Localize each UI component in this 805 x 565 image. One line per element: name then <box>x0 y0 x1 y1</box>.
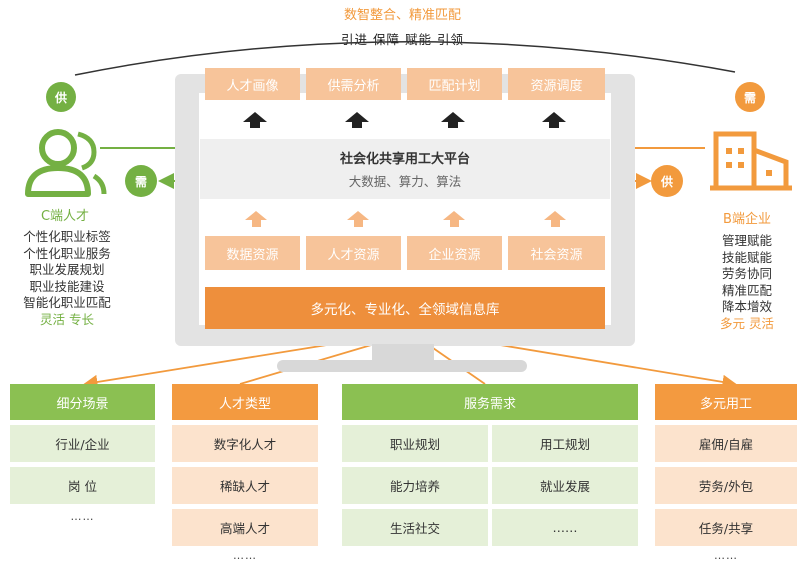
supply-badge-right: 供 <box>651 165 683 197</box>
right-item: 精准匹配 <box>721 282 772 298</box>
resource-talent: 人才资源 <box>306 236 401 270</box>
service-needs-item: 能力培养 <box>342 467 488 504</box>
monitor-stand-base <box>277 360 527 372</box>
resource-data: 数据资源 <box>205 236 300 270</box>
left-title: C端人才 <box>40 209 90 224</box>
right-item-list: 管理赋能 技能赋能 劳务协同 精准匹配 降本增效 多元 灵活 <box>692 233 802 332</box>
module-matching-plan: 匹配计划 <box>407 68 502 100</box>
employment-item: 劳务/外包 <box>655 467 797 504</box>
resource-enterprise: 企业资源 <box>407 236 502 270</box>
demand-badge-left: 需 <box>125 165 157 197</box>
talent-types-item: 高端人才 <box>172 509 318 546</box>
resource-social: 社会资源 <box>508 236 605 270</box>
module-resource-dispatch: 资源调度 <box>508 68 605 100</box>
left-item-list: 个性化职业标签 个性化职业服务 职业发展规划 职业技能建设 智能化职业匹配 灵活… <box>2 229 132 328</box>
up-arrow-icon <box>441 112 465 128</box>
up-arrow-icon <box>542 112 566 128</box>
scenes-more: …… <box>70 509 95 523</box>
module-supply-demand: 供需分析 <box>306 68 401 100</box>
left-item: 职业技能建设 <box>29 278 105 294</box>
up-arrow-light-icon <box>443 211 465 227</box>
left-item: 职业发展规划 <box>29 262 105 277</box>
talent-types-more: …… <box>233 548 257 562</box>
header-title: 数智整合、精准匹配 <box>343 7 461 23</box>
up-arrow-light-icon <box>347 211 369 227</box>
scenes-header: 细分场景 <box>10 384 155 420</box>
building-icon <box>710 131 792 191</box>
module-talent-profile: 人才画像 <box>205 68 300 100</box>
right-title: B端企业 <box>723 212 771 227</box>
right-item: 劳务协同 <box>721 266 772 281</box>
left-highlight: 灵活 专长 <box>40 311 94 327</box>
person-group-icon <box>25 129 107 197</box>
service-needs-header: 服务需求 <box>342 384 638 420</box>
up-arrow-light-icon <box>245 211 267 227</box>
database-bar: 多元化、专业化、全领域信息库 <box>205 287 605 329</box>
service-needs-item: 就业发展 <box>492 467 638 504</box>
up-arrow-icon <box>345 112 369 128</box>
demand-badge-right: 需 <box>735 82 765 112</box>
service-needs-item: 生活社交 <box>342 509 488 546</box>
monitor-screen <box>199 93 611 325</box>
left-item: 智能化职业匹配 <box>23 295 111 310</box>
up-arrow-light-icon <box>544 211 566 227</box>
supply-badge-left: 供 <box>46 82 76 112</box>
platform-subtitle: 大数据、算力、算法 <box>348 174 462 189</box>
right-item: 技能赋能 <box>721 249 772 265</box>
up-arrow-icon <box>243 112 267 128</box>
left-item: 个性化职业标签 <box>23 229 111 244</box>
scenes-item: 岗 位 <box>10 467 155 504</box>
talent-types-item: 稀缺人才 <box>172 467 318 504</box>
service-needs-item: …… <box>492 509 638 546</box>
employment-more: …… <box>714 548 738 562</box>
employment-item: 雇佣/自雇 <box>655 425 797 462</box>
talent-types-item: 数字化人才 <box>172 425 318 462</box>
service-needs-item: 职业规划 <box>342 425 488 462</box>
monitor-stand-neck <box>372 344 434 362</box>
scenes-item: 行业/企业 <box>10 425 155 462</box>
right-item: 管理赋能 <box>721 233 772 248</box>
platform-panel: 社会化共享用工大平台 大数据、算力、算法 <box>200 139 610 199</box>
service-needs-item: 用工规划 <box>492 425 638 462</box>
talent-types-header: 人才类型 <box>172 384 318 420</box>
right-item: 降本增效 <box>721 299 772 314</box>
left-item: 个性化职业服务 <box>23 245 111 261</box>
employment-header: 多元用工 <box>655 384 797 420</box>
right-highlight: 多元 灵活 <box>720 315 774 331</box>
platform-title: 社会化共享用工大平台 <box>339 152 470 167</box>
employment-item: 任务/共享 <box>655 509 797 546</box>
